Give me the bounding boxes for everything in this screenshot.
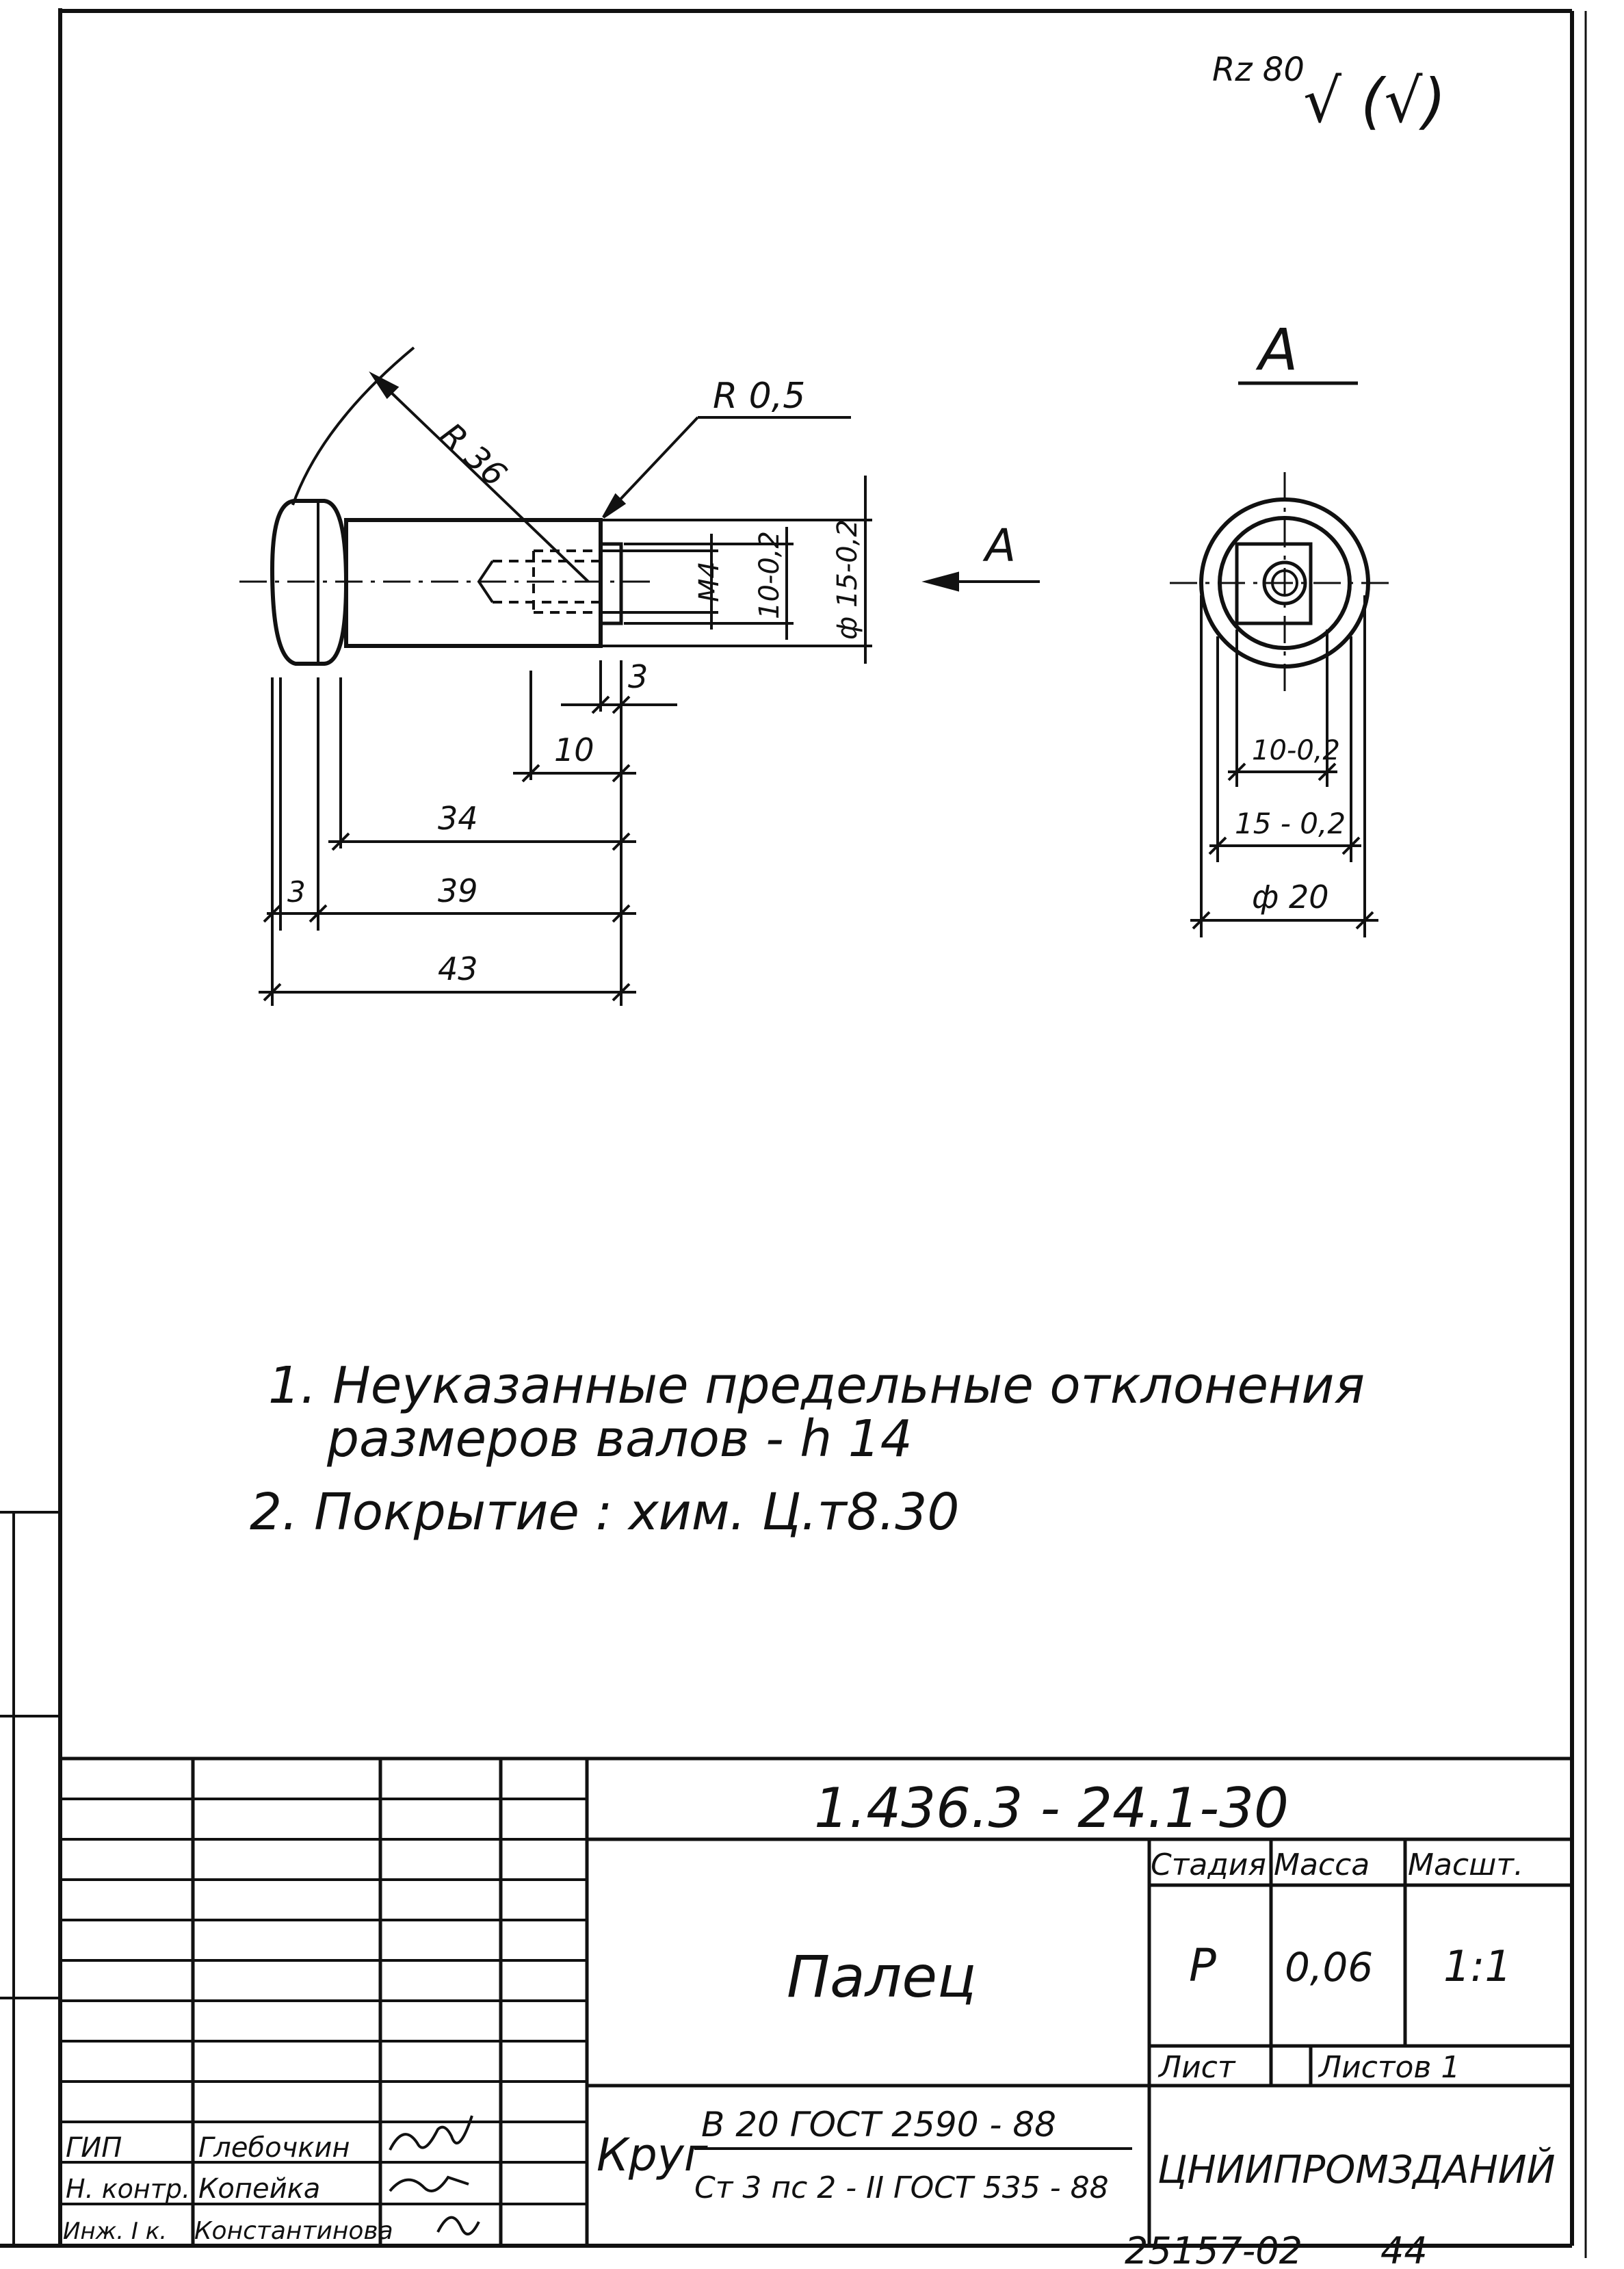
sheets-label: Листов 1 — [1318, 2050, 1460, 2085]
pin-shank — [344, 518, 603, 648]
mass-value: 0,06 — [1285, 1944, 1373, 1991]
col-mass: Масса — [1274, 1847, 1370, 1882]
material-bottom: Ст 3 пс 2 - II ГОСТ 535 - 88 — [694, 2170, 1109, 2205]
footer-code: 25157-02 — [1125, 2229, 1302, 2269]
thread-label: M4 — [694, 561, 725, 602]
view-arrow-label: А — [982, 519, 1016, 572]
pin-end-view — [1170, 472, 1396, 691]
footer-page: 44 — [1380, 2229, 1428, 2269]
fillet-radius-label: R 0,5 — [713, 376, 805, 417]
note-1-cont: размеров валов - h 14 — [326, 1410, 913, 1468]
sheet-frame — [0, 8, 1587, 2258]
shank-diameter-label: ф 15-0,2 — [832, 519, 863, 640]
doc-number: 1.436.3 - 24.1-30 — [814, 1776, 1289, 1840]
pin-main-view — [239, 499, 657, 666]
material-word: Круг — [597, 2129, 708, 2181]
view-label: А — [1255, 316, 1298, 383]
len-34-label: 34 — [438, 800, 478, 837]
head-radius-label: R 36 — [432, 415, 514, 494]
fillet-radius-leader — [602, 416, 851, 519]
end-flat-label: 15 - 0,2 — [1235, 807, 1346, 840]
part-name: Палец — [787, 1943, 976, 2010]
pin-square-end — [599, 542, 623, 625]
staff-name-1: Глебочкин — [198, 2132, 350, 2164]
staff-role-2: Н. контр. — [66, 2174, 190, 2204]
material-top: В 20 ГОСТ 2590 - 88 — [701, 2105, 1056, 2144]
staff-name-2: Копейка — [198, 2173, 320, 2205]
len-39-label: 39 — [438, 872, 478, 909]
sheet-label: Лист — [1157, 2050, 1236, 2085]
binding-strip — [0, 1511, 60, 2246]
len-3-right-label: 3 — [628, 658, 648, 695]
threaded-hole — [493, 549, 601, 614]
scale-value: 1:1 — [1443, 1941, 1512, 1991]
end-diameter-label: ф 20 — [1252, 879, 1328, 916]
len-43-label: 43 — [438, 950, 478, 987]
staff-name-3: Константинова — [194, 2217, 393, 2245]
note-1: 1. Неуказанные предельные отклонения — [268, 1356, 1365, 1415]
note-2: 2. Покрытие : хим. Ц.т8.30 — [250, 1483, 959, 1542]
staff-role-1: ГИП — [66, 2132, 122, 2164]
staff-table: ГИП Глебочкин Н. контр. Копейка Инж. I к… — [63, 2132, 393, 2245]
col-scale: Масшт. — [1408, 1847, 1523, 1882]
staff-role-3: Инж. I к. — [63, 2218, 167, 2245]
len-3-left-label: 3 — [287, 875, 306, 909]
organization: ЦНИИПРОМЗДАНИЙ — [1157, 2148, 1556, 2192]
col-stage: Стадия — [1151, 1847, 1266, 1882]
surface-roughness-mark: Rz 80 √ (√) — [1212, 51, 1446, 136]
title-block-rows — [60, 1798, 587, 2205]
head-radius-dimension — [291, 346, 590, 583]
notes: 1. Неуказанные предельные отклонения раз… — [250, 1356, 1365, 1542]
stage-value: Р — [1189, 1939, 1216, 1992]
end-view-dimensions — [1190, 595, 1378, 937]
end-square-label: 10-0,2 — [1252, 735, 1340, 766]
roughness-symbols: √ (√) — [1303, 66, 1446, 136]
square-side-label: 10-0,2 — [754, 531, 785, 619]
length-dimensions — [259, 660, 677, 1006]
vertical-dimensions — [601, 476, 872, 664]
len-10-label: 10 — [554, 731, 594, 768]
signatures — [389, 2115, 480, 2235]
view-arrow — [921, 571, 1040, 592]
roughness-value: Rz 80 — [1212, 51, 1305, 89]
